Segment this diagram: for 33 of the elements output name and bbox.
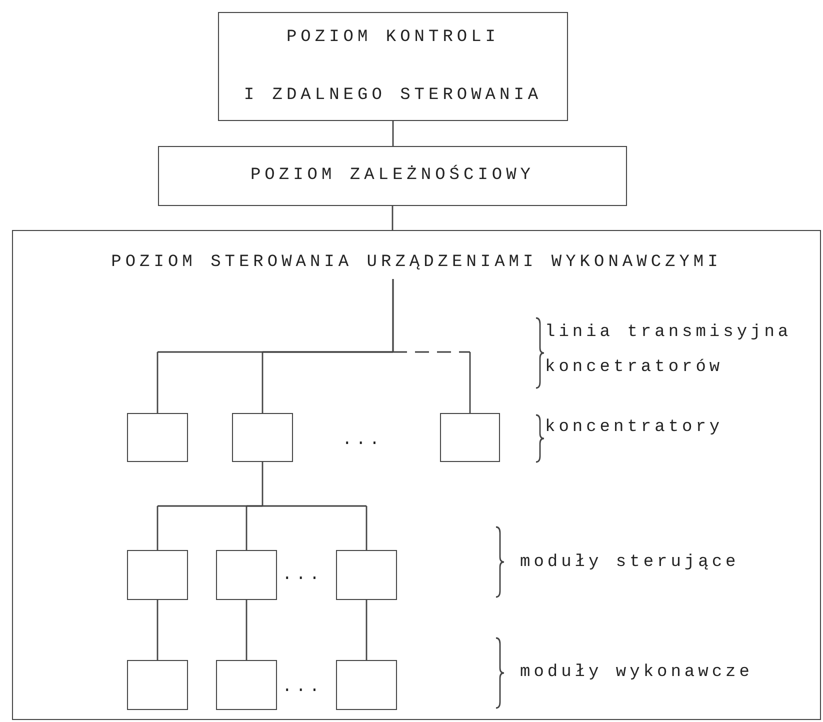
level-box bbox=[12, 230, 821, 720]
module-box bbox=[126, 412, 188, 462]
ellipsis: ... bbox=[342, 430, 384, 452]
module-box bbox=[126, 660, 188, 710]
connector-line bbox=[246, 505, 262, 550]
level-label: moduły wykonawcze bbox=[520, 662, 753, 684]
connector-line bbox=[246, 600, 248, 660]
level-title: POZIOM KONTROLI bbox=[286, 26, 500, 48]
module-box bbox=[336, 660, 396, 710]
level-label: linia transmisyjna koncetratorów bbox=[545, 322, 793, 379]
module-box bbox=[216, 660, 276, 710]
ellipsis: ... bbox=[282, 677, 324, 699]
level-label: koncentratory bbox=[545, 417, 724, 439]
level-box bbox=[158, 146, 627, 206]
module-box bbox=[126, 550, 188, 600]
connector-line bbox=[392, 279, 394, 352]
connector-line bbox=[262, 351, 393, 413]
module-box bbox=[440, 412, 500, 462]
level-title: POZIOM STEROWANIA URZĄDZENIAMI WYKONAWCZYMI bbox=[111, 252, 722, 274]
module-box bbox=[336, 550, 396, 600]
level-label: moduły sterujące bbox=[520, 552, 740, 574]
connector-line bbox=[392, 121, 394, 146]
level-title: I ZDALNEGO STEROWANIA bbox=[244, 84, 542, 106]
connector-line bbox=[392, 206, 394, 230]
module-box bbox=[232, 412, 292, 462]
level-title: POZIOM ZALEŻNOŚCIOWY bbox=[250, 164, 535, 187]
module-box bbox=[216, 550, 276, 600]
connector-line bbox=[262, 505, 368, 550]
level-box bbox=[218, 12, 568, 121]
connector-line bbox=[262, 462, 264, 506]
connector-line bbox=[366, 600, 368, 660]
ellipsis: ... bbox=[282, 565, 324, 587]
connector-line bbox=[156, 600, 158, 660]
